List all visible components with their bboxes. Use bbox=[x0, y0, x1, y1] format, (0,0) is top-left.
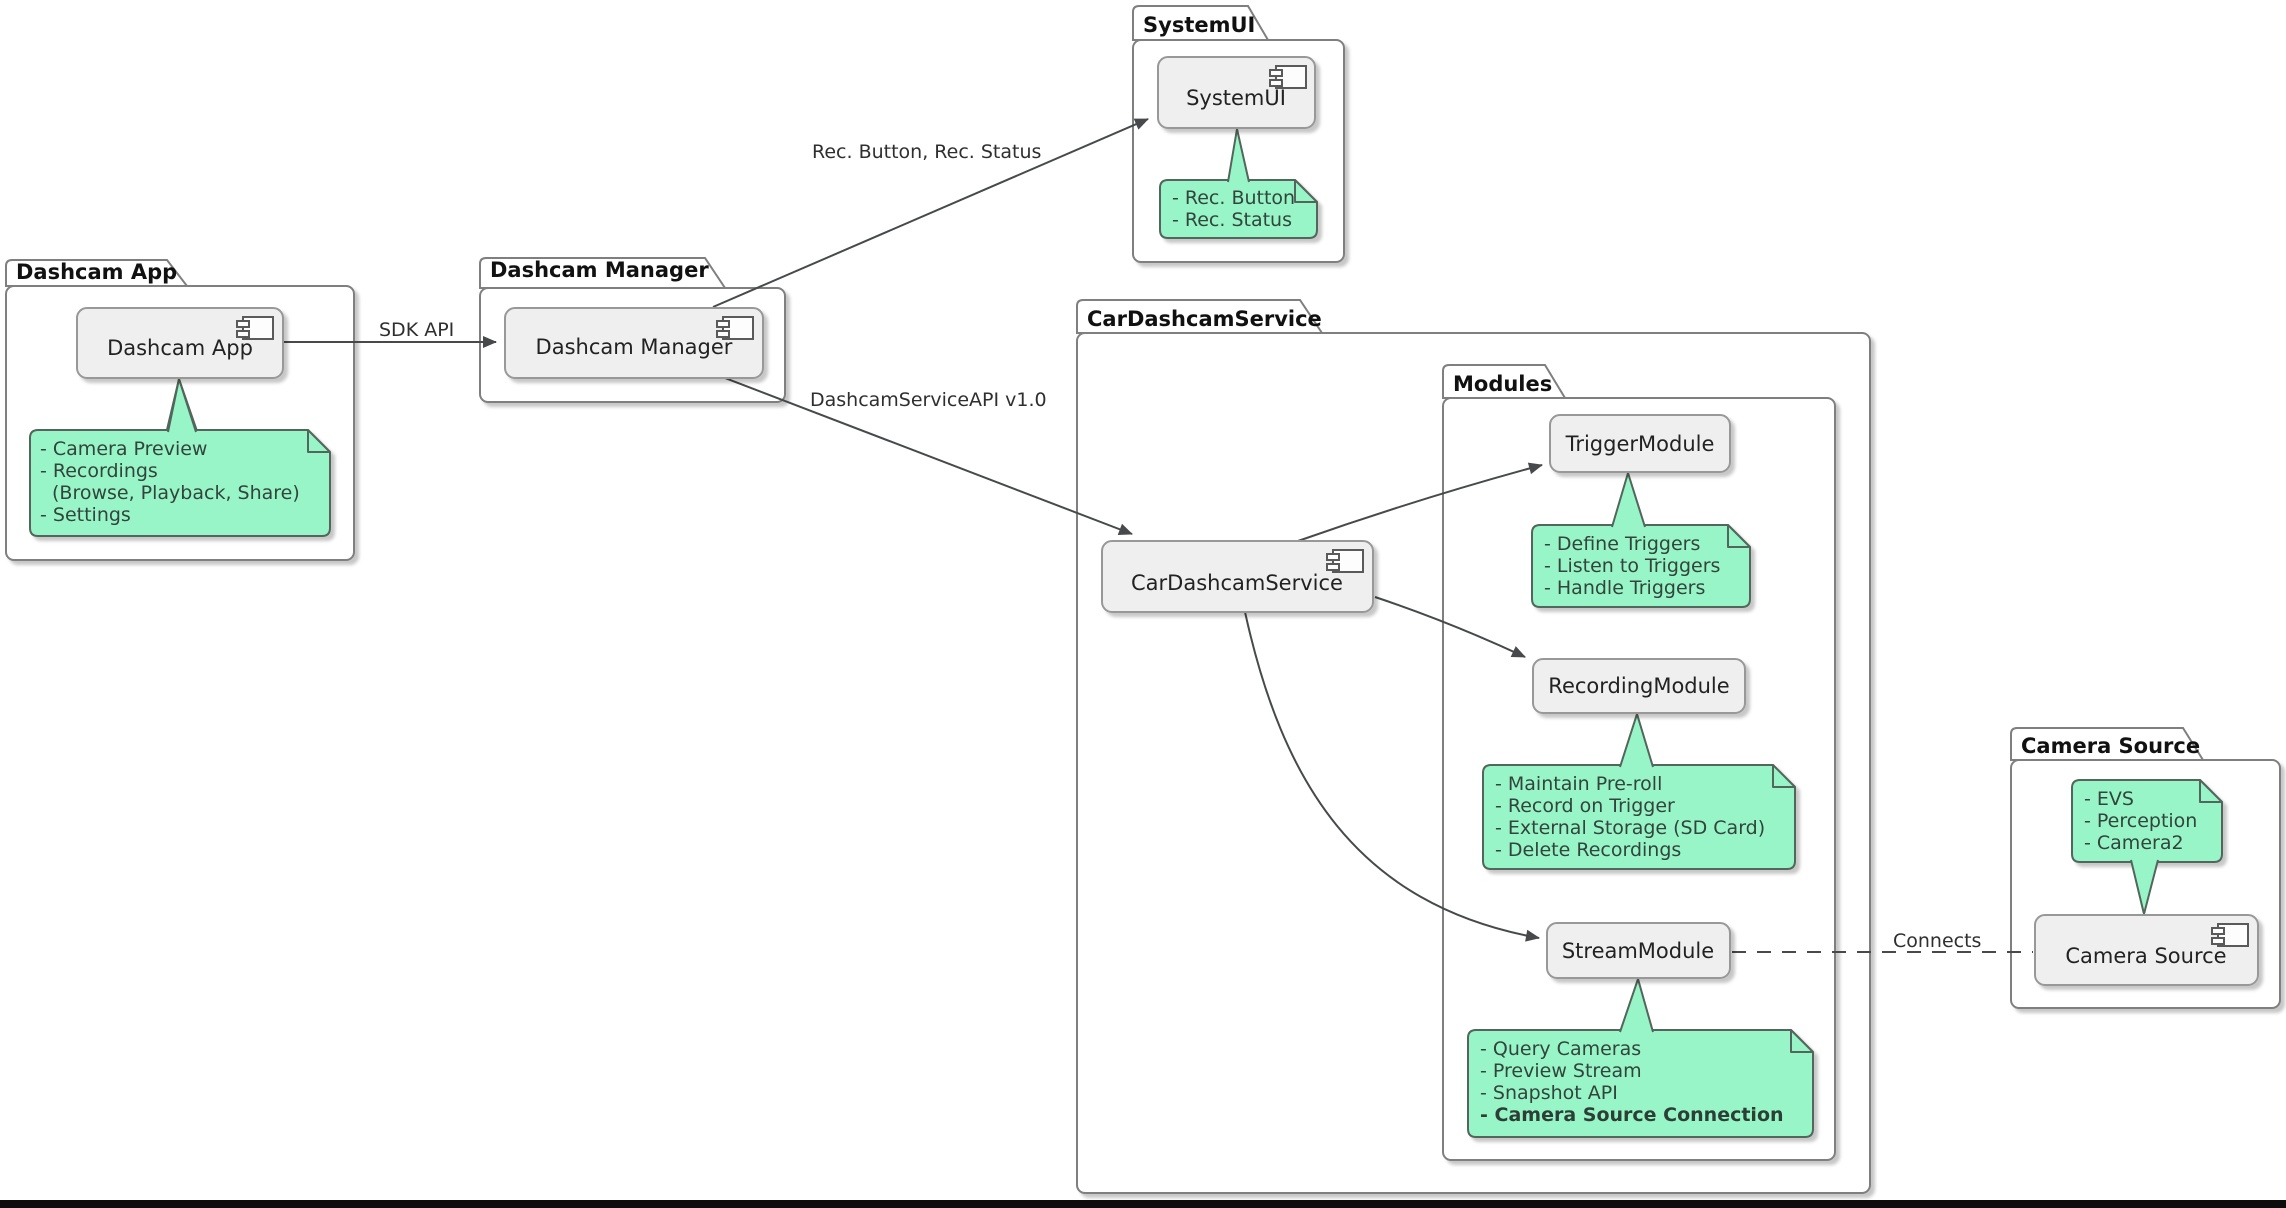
component-dashcam-app: Dashcam App bbox=[76, 307, 284, 379]
edge-to-trigger-module bbox=[1297, 462, 1543, 542]
note-line: - Snapshot API bbox=[1480, 1082, 1618, 1104]
note-line: - Handle Triggers bbox=[1544, 577, 1705, 599]
edge-to-recording-module bbox=[1374, 596, 1526, 658]
note-line: - Maintain Pre-roll bbox=[1495, 773, 1662, 795]
edges: SDK API Rec. Button, Rec. Status Dashcam… bbox=[283, 118, 2033, 953]
edge-label-dashcam-service-api: DashcamServiceAPI v1.0 bbox=[810, 389, 1047, 411]
package-dashcam-manager-title: Dashcam Manager bbox=[490, 258, 709, 282]
component-trigger-module: TriggerModule bbox=[1549, 414, 1731, 473]
component-recording-module: RecordingModule bbox=[1532, 658, 1746, 714]
note-stream-module-body bbox=[1467, 1029, 1814, 1138]
package-dashcam-app-title: Dashcam App bbox=[16, 260, 177, 284]
component-systemui-label: SystemUI bbox=[1186, 86, 1286, 110]
note-line: - Delete Recordings bbox=[1495, 839, 1681, 861]
note-dashcam-app-fold bbox=[307, 429, 331, 453]
note-line: - Camera2 bbox=[2084, 832, 2184, 854]
note-line: - Define Triggers bbox=[1544, 533, 1700, 555]
component-camera-source-box bbox=[2034, 914, 2259, 986]
note-systemui-fold bbox=[1294, 179, 1318, 203]
note-line: - Perception bbox=[2084, 810, 2197, 832]
component-systemui: SystemUI bbox=[1157, 56, 1316, 129]
package-modules-tab bbox=[1442, 364, 1567, 399]
component-camera-source-label: Camera Source bbox=[2065, 944, 2226, 968]
note-line: - EVS bbox=[2084, 788, 2134, 810]
component-icon bbox=[716, 316, 754, 340]
component-dashcam-app-box bbox=[76, 307, 284, 379]
note-recording-module-fold bbox=[1772, 764, 1796, 788]
edge-rec-button-status bbox=[712, 118, 1149, 308]
edge-dashcam-service-api bbox=[724, 377, 1133, 535]
component-icon bbox=[1269, 65, 1307, 89]
component-icon bbox=[1326, 549, 1364, 573]
component-dashcam-manager-box bbox=[504, 307, 764, 379]
note-systemui: - Rec. Button - Rec. Status bbox=[1159, 128, 1318, 239]
package-dashcam-manager-tab bbox=[479, 257, 727, 289]
note-line: - Record on Trigger bbox=[1495, 795, 1675, 817]
edge-to-stream-module bbox=[1244, 611, 1540, 942]
note-trigger-module-fold bbox=[1727, 524, 1751, 548]
note-line: - Camera Preview bbox=[40, 438, 207, 460]
component-car-dashcam-service-box bbox=[1101, 540, 1374, 613]
component-stream-module-box bbox=[1546, 922, 1731, 979]
note-stream-module-fold bbox=[1790, 1029, 1814, 1053]
note-line: (Browse, Playback, Share) bbox=[52, 482, 300, 504]
component-car-dashcam-service: CarDashcamService bbox=[1101, 540, 1374, 613]
component-dashcam-manager-label: Dashcam Manager bbox=[536, 335, 733, 359]
component-stream-module: StreamModule bbox=[1546, 922, 1731, 979]
note-systemui-body bbox=[1159, 179, 1318, 239]
package-systemui-tab bbox=[1132, 5, 1270, 41]
package-camera-source-tab bbox=[2010, 727, 2205, 761]
package-car-dashcam-service-title: CarDashcamService bbox=[1087, 307, 1322, 331]
package-camera-source-title: Camera Source bbox=[2021, 734, 2200, 758]
component-icon bbox=[2211, 923, 2249, 947]
note-line: - Preview Stream bbox=[1480, 1060, 1642, 1082]
note-line: - Query Cameras bbox=[1480, 1038, 1641, 1060]
package-modules-title: Modules bbox=[1453, 372, 1552, 396]
note-line: - External Storage (SD Card) bbox=[1495, 817, 1765, 839]
component-recording-module-label: RecordingModule bbox=[1548, 674, 1729, 698]
note-line-bold: - Camera Source Connection bbox=[1480, 1104, 1784, 1126]
component-trigger-module-label: TriggerModule bbox=[1565, 432, 1715, 456]
component-camera-source: Camera Source bbox=[2034, 914, 2259, 986]
note-line: - Rec. Button bbox=[1172, 187, 1295, 209]
note-trigger-module: - Define Triggers - Listen to Triggers -… bbox=[1531, 469, 1751, 608]
edge-label-sdk-api: SDK API bbox=[379, 319, 454, 341]
package-car-dashcam-service-tab bbox=[1076, 299, 1324, 334]
note-line: - Recordings bbox=[40, 460, 158, 482]
edge-label-connects: Connects bbox=[1893, 930, 1981, 952]
package-dashcam-app-tab bbox=[5, 259, 190, 287]
package-systemui-title: SystemUI bbox=[1143, 13, 1255, 37]
note-stream-module: - Query Cameras - Preview Stream - Snaps… bbox=[1467, 975, 1814, 1138]
component-car-dashcam-service-label: CarDashcamService bbox=[1131, 571, 1343, 595]
component-stream-module-label: StreamModule bbox=[1562, 939, 1714, 963]
component-trigger-module-box bbox=[1549, 414, 1731, 473]
edge-label-rec-button-status: Rec. Button, Rec. Status bbox=[812, 141, 1041, 163]
note-line: - Rec. Status bbox=[1172, 209, 1292, 231]
component-dashcam-manager: Dashcam Manager bbox=[504, 307, 764, 379]
component-recording-module-box bbox=[1532, 658, 1746, 714]
note-camera-source-fold bbox=[2199, 779, 2223, 803]
component-dashcam-app-label: Dashcam App bbox=[107, 336, 253, 360]
note-camera-source: - EVS - Perception - Camera2 bbox=[2071, 779, 2223, 915]
note-recording-module: - Maintain Pre-roll - Record on Trigger … bbox=[1482, 710, 1796, 870]
note-camera-source-body bbox=[2071, 779, 2223, 863]
note-dashcam-app-body bbox=[29, 429, 331, 537]
note-recording-module-body bbox=[1482, 764, 1796, 870]
note-dashcam-app: - Camera Preview - Recordings (Browse, P… bbox=[29, 375, 331, 537]
note-trigger-module-body bbox=[1531, 524, 1751, 608]
note-line: - Listen to Triggers bbox=[1544, 555, 1720, 577]
note-line: - Settings bbox=[40, 504, 131, 526]
bottom-edge-bar bbox=[0, 1200, 2286, 1208]
component-icon bbox=[236, 316, 274, 340]
